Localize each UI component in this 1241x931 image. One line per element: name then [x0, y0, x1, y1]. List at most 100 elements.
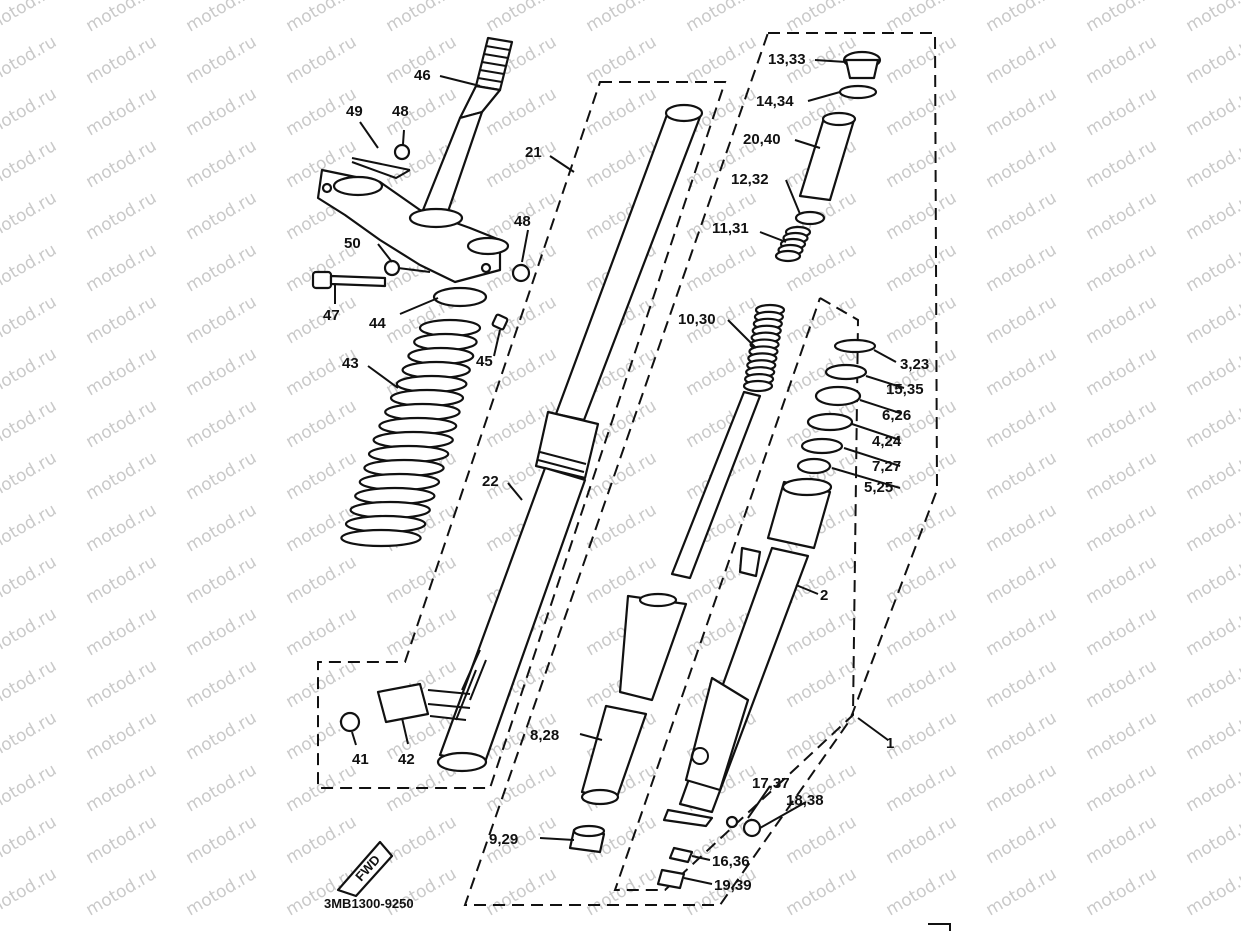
watermark-text: motod.ru: [983, 188, 1061, 244]
watermark-text: motod.ru: [1183, 396, 1241, 452]
watermark-text: motod.ru: [483, 864, 561, 920]
washer-4: [806, 412, 854, 432]
watermark-text: motod.ru: [0, 552, 60, 608]
watermark-text: motod.ru: [483, 0, 561, 36]
watermark-text: motod.ru: [1183, 864, 1241, 920]
callout-18-38: 18,38: [786, 792, 824, 809]
guide-bushing-5: [796, 457, 832, 475]
watermark-text: motod.ru: [983, 656, 1061, 712]
watermark-text: motod.ru: [183, 136, 261, 192]
watermark-text: motod.ru: [1183, 344, 1241, 400]
steering-stem: [413, 36, 514, 237]
watermark-text: motod.ru: [983, 812, 1061, 868]
cap-bolt-13: [842, 50, 882, 80]
watermark-text: motod.ru: [1083, 84, 1161, 140]
watermark-text: motod.ru: [983, 500, 1061, 556]
watermark-text: motod.ru: [883, 812, 961, 868]
watermark-text: motod.ru: [1083, 760, 1161, 816]
watermark-text: motod.ru: [283, 448, 361, 504]
spacer-20: [798, 111, 857, 202]
bushing-7: [800, 437, 844, 455]
callout-45: 45: [476, 353, 493, 370]
watermark-text: motod.ru: [83, 240, 161, 296]
watermark-text: motod.ru: [183, 656, 261, 712]
watermark-text: motod.ru: [1183, 188, 1241, 244]
watermark-text: motod.ru: [283, 32, 361, 88]
callout-13-33: 13,33: [768, 51, 806, 68]
boot-clamp-44: [432, 286, 488, 308]
watermark-text: motod.ru: [83, 500, 161, 556]
o-ring-14: [838, 84, 878, 100]
bolt-50: [383, 259, 431, 277]
watermark-text: motod.ru: [1183, 292, 1241, 348]
axle-holder-42: [376, 682, 471, 724]
watermark-text: motod.ru: [883, 136, 961, 192]
callout-3-23: 3,23: [900, 356, 929, 373]
watermark-text: motod.ru: [0, 32, 60, 88]
leader-lines: [334, 59, 905, 885]
watermark-text: motod.ru: [283, 500, 361, 556]
watermark-text: motod.ru: [783, 708, 861, 764]
watermark-text: motod.ru: [83, 864, 161, 920]
watermark-text: motod.ru: [883, 32, 961, 88]
watermark-text: motod.ru: [983, 396, 1061, 452]
watermark-text: motod.ru: [183, 604, 261, 660]
watermark-text: motod.ru: [1083, 500, 1161, 556]
pinch-bolt-47: [311, 270, 387, 290]
inner-tube: [662, 477, 833, 828]
callout-21: 21: [525, 144, 542, 161]
watermark-text: motod.ru: [83, 0, 161, 36]
under-bracket: [316, 168, 510, 284]
watermark-text: motod.ru: [1083, 864, 1161, 920]
watermark-text: motod.ru: [83, 292, 161, 348]
callout-15-35: 15,35: [886, 381, 924, 398]
watermark-text: motod.ru: [783, 864, 861, 920]
callout-11-31: 11,31: [712, 220, 749, 237]
callout-48: 48: [392, 103, 409, 120]
callout-9-29: 9,29: [489, 831, 518, 848]
boot-rib: [340, 528, 422, 548]
watermark-text: motod.ru: [1183, 84, 1241, 140]
spring-coil: [742, 379, 774, 393]
watermark-text: motod.ru: [0, 344, 60, 400]
watermark-text: motod.ru: [983, 344, 1061, 400]
callout-17-37: 17,37: [752, 775, 790, 792]
callout-43: 43: [342, 355, 359, 372]
watermark-text: motod.ru: [783, 812, 861, 868]
watermark-text: motod.ru: [83, 344, 161, 400]
screw-16: [668, 846, 694, 864]
watermark-text: motod.ru: [1183, 32, 1241, 88]
watermark-text: motod.ru: [183, 812, 261, 868]
watermark-text: motod.ru: [783, 656, 861, 712]
watermark-text: motod.ru: [283, 656, 361, 712]
bolt-19: [656, 868, 686, 890]
watermark-text: motod.ru: [183, 552, 261, 608]
watermark-text: motod.ru: [83, 812, 161, 868]
watermark-text: motod.ru: [83, 188, 161, 244]
callout-1: 1: [886, 735, 894, 752]
watermark-text: motod.ru: [683, 32, 761, 88]
watermark-text: motod.ru: [183, 188, 261, 244]
rebound-spring-10: [742, 303, 786, 393]
watermark-text: motod.ru: [0, 448, 60, 504]
watermark-text: motod.ru: [183, 0, 261, 36]
outer-tube: [436, 103, 704, 773]
watermark-text: motod.ru: [1083, 292, 1161, 348]
watermark-text: motod.ru: [0, 0, 60, 36]
watermark-text: motod.ru: [1083, 396, 1161, 452]
watermark-text: motod.ru: [883, 0, 961, 36]
callout-48: 48: [514, 213, 531, 230]
nut-48-right: [511, 263, 531, 283]
watermark-text: motod.ru: [0, 656, 60, 712]
watermark-text: motod.ru: [1083, 188, 1161, 244]
callout-41: 41: [352, 751, 369, 768]
watermark-text: motod.ru: [0, 604, 60, 660]
watermark-text: motod.ru: [583, 0, 661, 36]
watermark-text: motod.ru: [83, 396, 161, 452]
watermark-text: motod.ru: [183, 448, 261, 504]
watermark-text: motod.ru: [983, 136, 1061, 192]
watermark-text: motod.ru: [983, 708, 1061, 764]
watermark-text: motod.ru: [1183, 656, 1241, 712]
damper-rod: [670, 390, 762, 580]
